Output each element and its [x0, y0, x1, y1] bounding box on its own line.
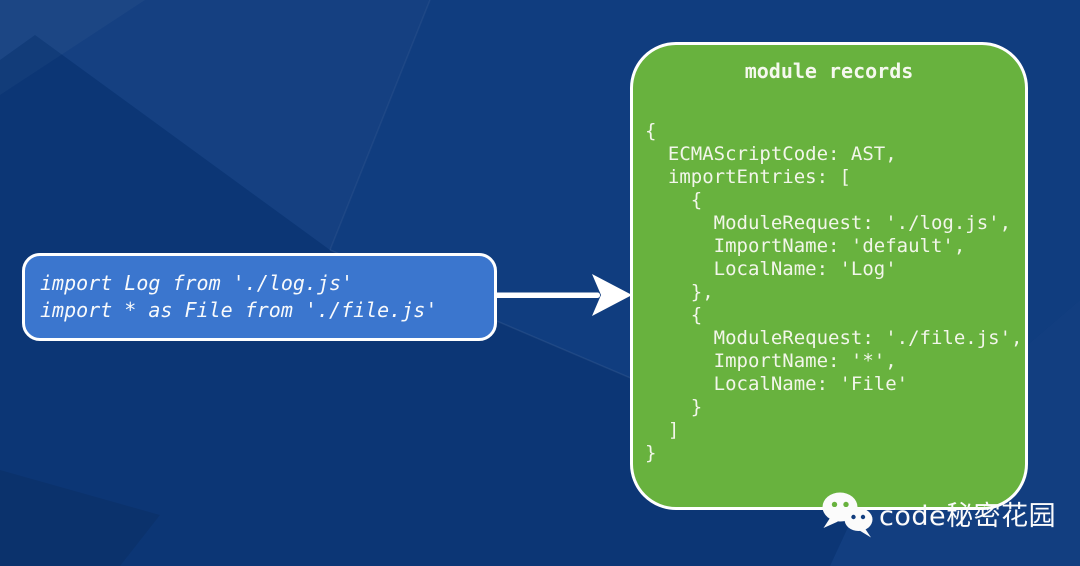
flow-arrow-icon — [494, 274, 632, 316]
source-code-box: import Log from './log.js' import * as F… — [22, 253, 497, 341]
wechat-icon — [822, 492, 873, 538]
watermark: code秘密花园 — [820, 492, 1056, 540]
module-records-code: { ECMAScriptCode: AST, importEntries: [ … — [645, 120, 1023, 464]
watermark-label: code秘密花园 — [879, 500, 1057, 532]
source-code: import Log from './log.js' import * as F… — [40, 271, 438, 322]
module-records-title: module records — [744, 59, 914, 83]
module-records-box: module records { ECMAScriptCode: AST, im… — [630, 42, 1028, 510]
